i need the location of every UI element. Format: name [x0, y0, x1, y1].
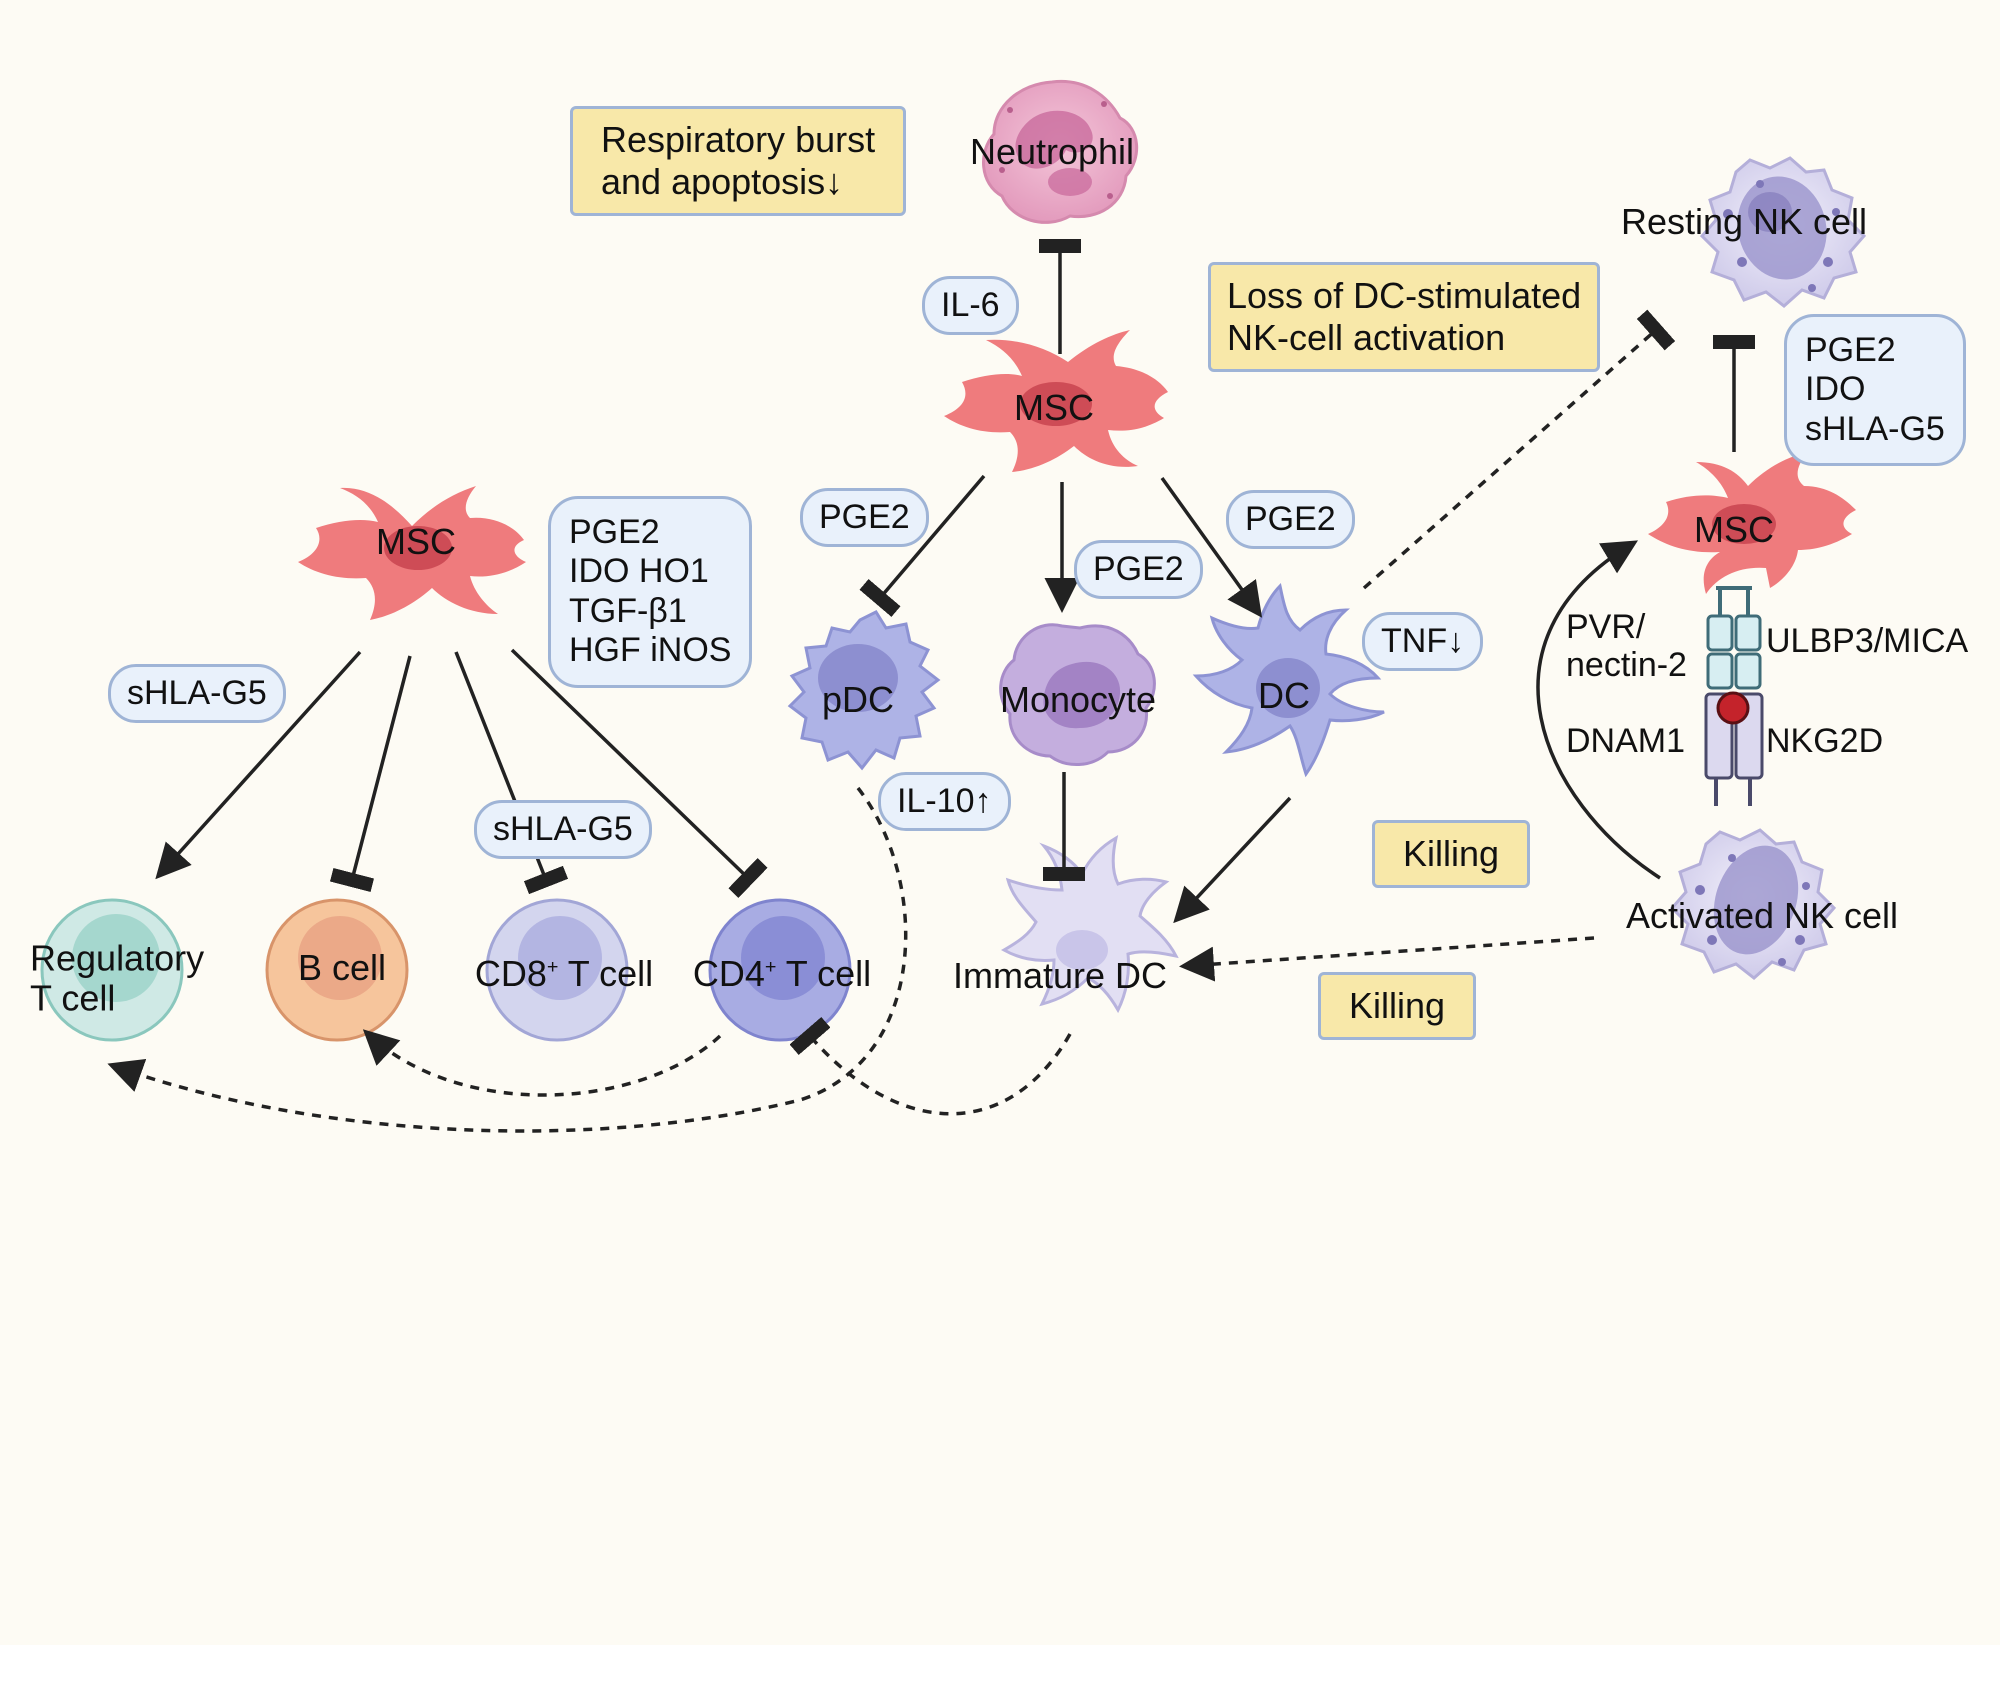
msc-center-label: MSC	[1014, 387, 1094, 428]
cd4-label-suffix: T cell	[776, 953, 872, 994]
pdc-to-treg	[107, 786, 908, 1133]
receptor-dnam1-label: DNAM1	[1566, 722, 1686, 760]
note-killing-1: Killing	[1372, 820, 1531, 889]
msc-inhibits-cd4	[510, 648, 768, 898]
receptor-pvr-line2: nectin-2	[1566, 646, 1687, 685]
receptor-nkg2d-label: NKG2D	[1766, 722, 1884, 760]
left-box-line-1: PGE2	[569, 513, 660, 551]
cd8-label-suffix: T cell	[558, 953, 654, 994]
right-box-line-2: IDO	[1805, 370, 1866, 409]
dashed-connectors	[107, 309, 1676, 1133]
b-cell-label: B cell	[297, 947, 387, 988]
msc-left-cell-icon	[298, 486, 526, 620]
msc-inhibits-b-cell	[329, 655, 412, 893]
note-killing-2: Killing	[1318, 972, 1477, 1041]
msc-center-cell-icon	[944, 330, 1168, 472]
pill-pge2-pdc: PGE2	[800, 488, 929, 547]
cd4-label-sup: +	[764, 956, 777, 978]
msc-right-label: MSC	[1694, 509, 1774, 550]
resting-nk-cell-label: Resting NK cell	[1620, 201, 1868, 242]
regulatory-t-cell-icon	[40, 898, 184, 1042]
cd4-t-cell-label: CD4+ T cell	[693, 956, 871, 992]
pill-left-mediator-box: PGE2 IDO HO1 TGF-β1 HGF iNOS	[548, 496, 753, 688]
receptor-pvr-label: PVR/nectin-2	[1566, 608, 1687, 684]
cd8-label-prefix: CD8	[474, 953, 547, 994]
regulatory-t-cell-label-line1: Regulatory	[30, 937, 205, 979]
dc-label: DC	[1258, 675, 1310, 716]
cd4-to-b-cell	[362, 1029, 722, 1097]
msc-left-label: MSC	[376, 521, 456, 562]
monocyte-label: Monocyte	[999, 679, 1157, 720]
dc-inhibits-resting-nk	[1362, 309, 1676, 590]
msc-to-dc	[1160, 476, 1263, 618]
note-respiratory-line2: and apoptosis↓	[601, 161, 844, 203]
pill-pge2-dc: PGE2	[1226, 490, 1355, 549]
msc-to-treg	[155, 650, 362, 880]
b-cell-icon	[265, 898, 409, 1042]
immature-dc-cell-icon	[1000, 835, 1179, 1014]
note-loss-line1: Loss of DC-stimulated	[1227, 275, 1582, 316]
right-box-line-1: PGE2	[1805, 331, 1896, 369]
dc-cell-icon	[1192, 583, 1385, 778]
neutrophil-label: Neutrophil	[969, 131, 1135, 172]
cd8-label-sup: +	[546, 956, 559, 978]
activated-nk-cell-label: Activated NK cell	[1625, 895, 1899, 936]
cd4-label-prefix: CD4	[692, 953, 765, 994]
msc-right-cell-icon	[1648, 452, 1856, 594]
right-box-line-3: sHLA-G5	[1805, 409, 1945, 448]
cd4-t-cell-icon	[708, 898, 852, 1042]
left-box-line-4: HGF iNOS	[569, 631, 732, 670]
pill-pge2-monocyte: PGE2	[1074, 540, 1203, 599]
activated-nk-cell-icon	[1669, 828, 1837, 980]
immature-dc-inhibits-cd4	[789, 1016, 1072, 1116]
receptor-ulbp-label: ULBP3/MICA	[1766, 622, 1969, 660]
activated-nk-to-msc-arrow	[1536, 540, 1661, 880]
msc-inhibits-pdc	[859, 474, 986, 617]
pill-right-mediator-box: PGE2 IDO sHLA-G5	[1784, 314, 1966, 467]
resting-nk-cell-icon	[1699, 156, 1867, 308]
left-box-line-2: IDO HO1	[569, 552, 709, 591]
pdc-cell-icon	[787, 610, 941, 771]
pill-shla-g5-left: sHLA-G5	[108, 664, 286, 723]
pill-il10: IL-10↑	[878, 772, 1011, 831]
pill-shla-g5-cd8: sHLA-G5	[474, 800, 652, 859]
activated-nk-kills-immature-dc	[1179, 936, 1595, 982]
cd8-t-cell-label: CD8+ T cell	[475, 956, 653, 992]
neutrophil-cell-icon	[982, 79, 1139, 224]
note-loss-line2: NK-cell activation	[1227, 317, 1506, 359]
left-box-line-3: TGF-β1	[569, 591, 687, 630]
regulatory-t-cell-label-line2: T cell	[30, 977, 116, 1018]
dc-to-immature-dc	[1173, 796, 1292, 924]
receptor-complex-icon	[1704, 586, 1764, 806]
receptor-pvr-line1: PVR/	[1566, 608, 1646, 646]
pill-tnf: TNF↓	[1362, 612, 1484, 671]
pdc-label: pDC	[821, 679, 895, 720]
note-respiratory-line1: Respiratory burst	[601, 119, 876, 160]
monocyte-cell-icon	[999, 623, 1156, 767]
immature-dc-label: Immature DC	[952, 955, 1168, 996]
connectors	[155, 239, 1755, 924]
pill-il6: IL-6	[922, 276, 1019, 335]
cd8-t-cell-icon	[485, 898, 629, 1042]
